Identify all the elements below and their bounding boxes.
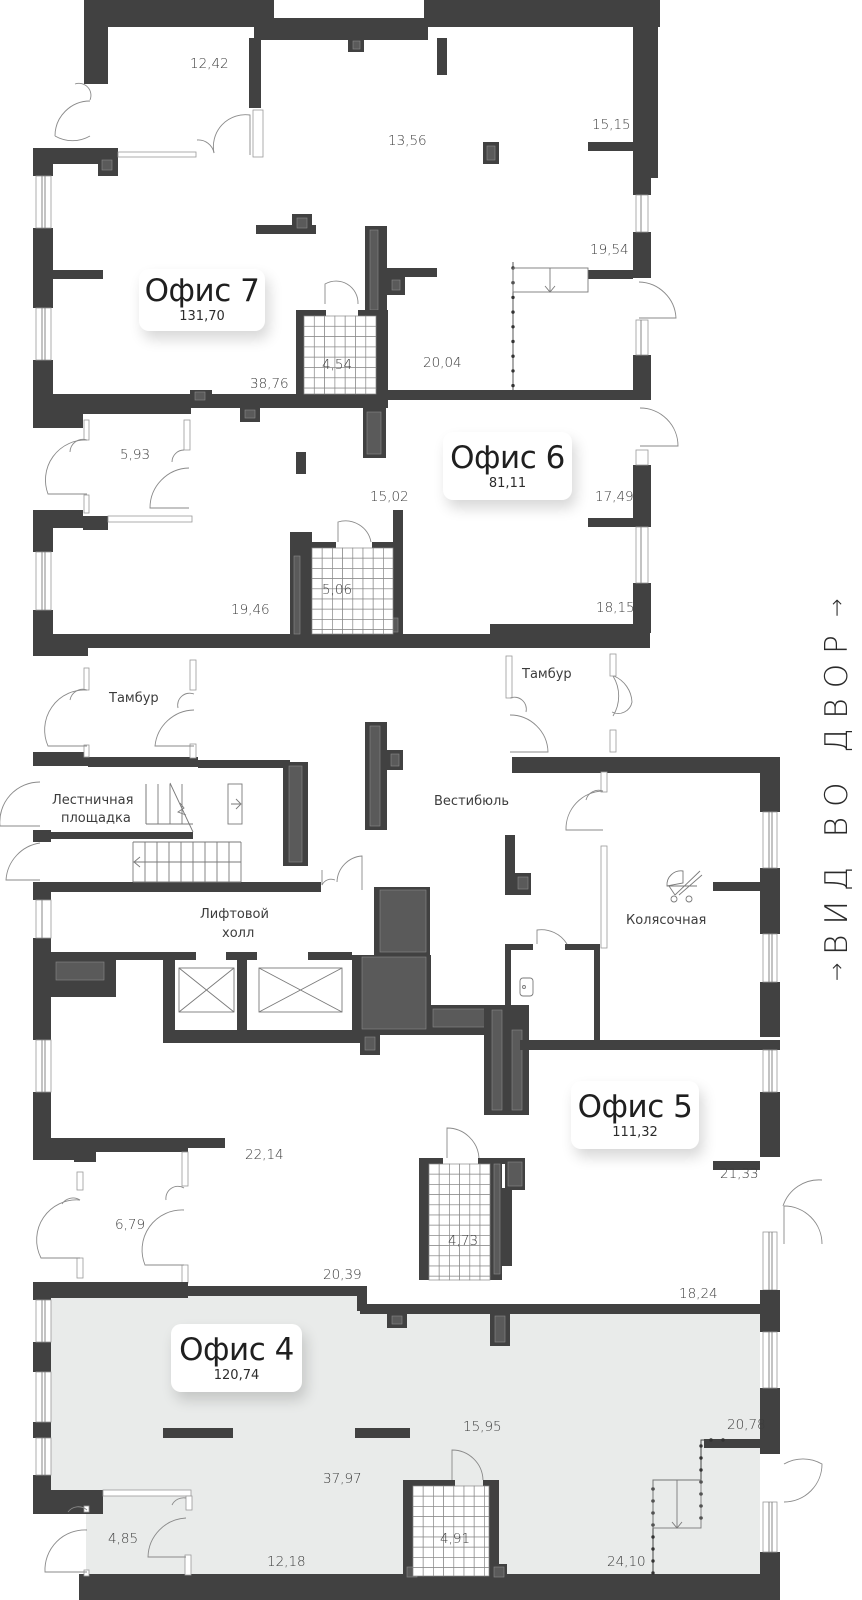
sink-icon <box>519 977 534 997</box>
vestibule-label: Вестибюль <box>434 794 509 809</box>
area-21-33: 21,33 <box>720 1166 759 1182</box>
office-7-card[interactable]: Офис 7 131,70 <box>139 269 265 331</box>
staircase <box>132 782 243 883</box>
area-17-49: 17,49 <box>595 489 634 505</box>
office-4-card[interactable]: Офис 4 120,74 <box>171 1324 302 1392</box>
windows-office-5 <box>35 1039 778 1291</box>
stair-landing-label-2: площадка <box>61 811 131 826</box>
wc-office-6 <box>302 542 394 635</box>
area-12-42: 12,42 <box>190 56 229 72</box>
area-22-14: 22,14 <box>245 1147 284 1163</box>
area-20-39: 20,39 <box>323 1267 362 1283</box>
lift-hall-label-2: холл <box>222 926 254 941</box>
doors-office-6 <box>45 407 679 543</box>
stroller-icon <box>666 870 703 903</box>
walls-office-6 <box>33 404 651 648</box>
orientation-label: ВИД ВО ДВОР <box>819 625 855 955</box>
tambur-left-label: Тамбур <box>108 691 159 706</box>
area-18-24: 18,24 <box>679 1286 718 1302</box>
area-12-18: 12,18 <box>267 1554 306 1570</box>
area-15-02: 15,02 <box>370 489 409 505</box>
office-6-name: Офис 6 <box>450 440 565 476</box>
windows-common <box>35 653 778 983</box>
area-20-04: 20,04 <box>423 355 462 371</box>
area-5-06: 5,06 <box>322 582 352 598</box>
lift-hall-label-1: Лифтовой <box>200 907 269 922</box>
office-4-area: 120,74 <box>213 1368 260 1383</box>
area-5-93: 5,93 <box>120 447 150 463</box>
walls-office-4 <box>33 1282 780 1600</box>
doors-common <box>0 675 633 945</box>
common-room-labels: Тамбур Тамбур Лестничная площадка Лифтов… <box>52 667 706 941</box>
area-38-76: 38,76 <box>250 376 289 392</box>
lift-shaft-icon <box>178 967 343 1013</box>
area-15-15: 15,15 <box>592 117 631 133</box>
wc-office-7 <box>296 310 388 395</box>
stair-landing-label-1: Лестничная <box>52 793 133 808</box>
arrow-right-icon: → <box>824 598 850 618</box>
arrow-right-icon: → <box>824 962 850 982</box>
orientation-indicator: → ВИД ВО ДВОР → <box>808 598 855 982</box>
windows-office-4 <box>35 1299 778 1577</box>
doors-office-7 <box>54 82 677 319</box>
office-5-card[interactable]: Офис 5 111,32 <box>571 1081 699 1149</box>
area-24-10: 24,10 <box>607 1554 646 1570</box>
room-area-labels: 12,42 13,56 15,15 19,54 38,76 4,54 20,04… <box>108 56 766 1570</box>
glass-partition-office-7 <box>511 262 589 390</box>
area-4-91: 4,91 <box>440 1531 470 1547</box>
windows-office-6 <box>35 419 649 611</box>
office-5-name: Офис 5 <box>577 1089 693 1125</box>
doors-office-5 <box>36 1127 823 1266</box>
doors-office-4 <box>44 1449 823 1573</box>
wc-office-4 <box>412 1485 490 1577</box>
area-20-78: 20,78 <box>727 1417 766 1433</box>
tambur-right-label: Тамбур <box>521 667 572 682</box>
windows-office-7 <box>35 109 649 361</box>
area-4-85: 4,85 <box>108 1531 138 1547</box>
area-6-79: 6,79 <box>115 1217 145 1233</box>
area-4-54: 4,54 <box>322 357 352 373</box>
area-19-46: 19,46 <box>231 602 270 618</box>
office-5-area: 111,32 <box>612 1125 658 1140</box>
area-13-56: 13,56 <box>388 133 427 149</box>
area-37-97: 37,97 <box>323 1471 362 1487</box>
walls-office-5 <box>33 980 780 1280</box>
area-19-54: 19,54 <box>590 242 629 258</box>
office-6-card[interactable]: Офис 6 81,11 <box>443 432 572 500</box>
glass-partition-office-4 <box>651 1438 725 1575</box>
walls-common <box>33 648 780 1115</box>
stroller-room-label: Колясочная <box>626 913 706 928</box>
wc-office-5 <box>428 1163 491 1281</box>
area-15-95: 15,95 <box>463 1419 502 1435</box>
office-7-area: 131,70 <box>179 309 225 324</box>
area-4-73: 4,73 <box>448 1233 478 1249</box>
office-7-name: Офис 7 <box>144 273 260 309</box>
walls-office-7 <box>33 0 660 458</box>
office-4-name: Офис 4 <box>179 1332 294 1368</box>
area-18-15: 18,15 <box>596 600 635 616</box>
office-6-area: 81,11 <box>488 476 527 491</box>
